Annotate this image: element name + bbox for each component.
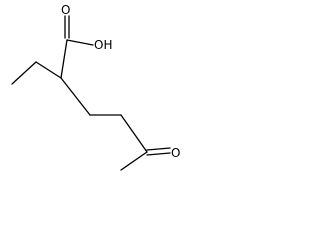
chemical-structure-diagram: O OH O: [11, 3, 180, 171]
bond-carboxyl-to-alpha: [60, 39, 68, 79]
bond-carboxyl-c-oh: [66, 39, 94, 46]
atom-label-hydroxyl: OH: [94, 38, 112, 52]
bond-alpha-to-c3: [60, 77, 91, 116]
bond-c4-to-ketone-c: [120, 114, 148, 153]
bond-alpha-to-ethyl-ch2: [35, 61, 62, 79]
bond-ketone-c-o-double-a: [146, 147, 171, 151]
bond-ethyl-ch2-to-ch3: [11, 61, 37, 85]
atom-label-ketone-oxygen: O: [171, 146, 180, 160]
bond-ketone-c-to-ch3: [120, 151, 148, 171]
atom-label-carbonyl-oxygen: O: [61, 3, 70, 17]
bond-ketone-c-o-double-b: [146, 152, 171, 156]
